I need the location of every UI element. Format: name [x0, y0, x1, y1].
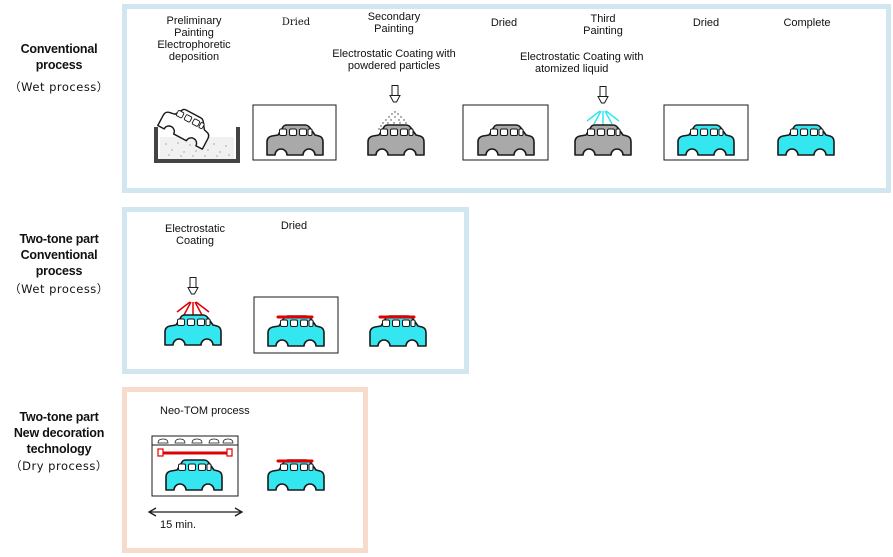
row-label-two-tone-new: Two-tone part New decoration technology …	[0, 409, 118, 474]
caption-neo-tom-process: Neo-TOM process	[160, 405, 250, 417]
caption-complete: Complete	[783, 17, 831, 29]
dryer-box-icon	[253, 296, 339, 354]
row-title: Two-tone part New decoration technology	[13, 410, 105, 456]
row-label-two-tone-conventional: Two-tone part Conventional process （Wet …	[0, 231, 118, 297]
caption-dried-1: Dried	[281, 17, 311, 28]
panel-two-tone-conventional	[122, 207, 469, 374]
liquid-spray-icon	[574, 86, 632, 156]
caption-dried-row2: Dried	[280, 220, 308, 232]
car-two-tone-icon	[267, 459, 325, 491]
row-title: Conventional process	[20, 42, 98, 72]
dryer-box-icon	[462, 104, 549, 161]
car-gray-icon	[266, 124, 324, 156]
panel-conventional	[122, 4, 891, 193]
row-subtitle: （Wet process）	[9, 80, 109, 94]
car-two-tone-icon	[267, 315, 325, 347]
row-subtitle: （Dry process）	[10, 459, 108, 473]
dip-tank-icon	[154, 100, 240, 163]
row-subtitle: （Wet process）	[9, 282, 109, 296]
panel-two-tone-new	[122, 387, 368, 553]
car-gray-icon	[477, 124, 535, 156]
dryer-box-icon	[252, 104, 337, 161]
duration-arrow-icon	[147, 507, 244, 517]
row-label-conventional: Conventional process （Wet process）	[0, 41, 118, 95]
caption-time: 15 min.	[160, 519, 197, 531]
car-two-tone-icon	[369, 315, 427, 347]
row-title: Two-tone part Conventional process	[19, 232, 99, 278]
neo-tom-chamber-icon	[151, 435, 239, 497]
car-cyan-icon	[677, 124, 735, 156]
caption-dried-3: Dried	[692, 17, 720, 29]
car-complete-icon	[777, 124, 835, 156]
red-spray-icon	[164, 277, 222, 346]
dryer-box-icon	[663, 104, 749, 161]
caption-dried-2: Dried	[490, 17, 518, 29]
powder-spray-icon	[367, 85, 425, 156]
